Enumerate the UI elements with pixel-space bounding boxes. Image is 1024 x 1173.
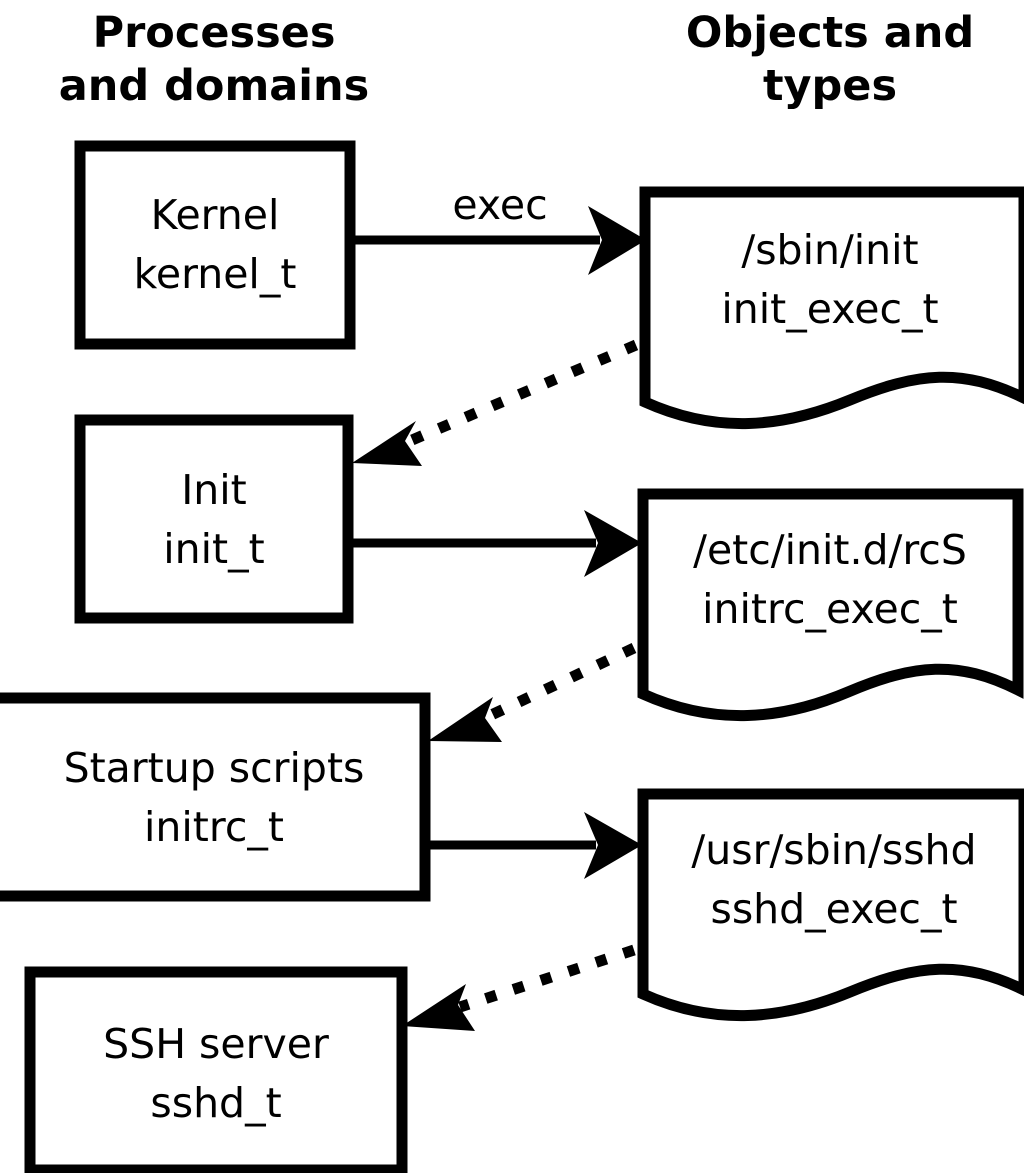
object-node-initrc-exec-line2: initrc_exec_t: [702, 585, 958, 633]
object-node-initrc-exec-line1: /etc/init.d/rcS: [693, 526, 967, 574]
arrowhead-icon: [584, 510, 642, 577]
edge-init-exec-initrc-exec: [348, 510, 642, 577]
edge-line: [484, 643, 637, 722]
edge-kernel-exec-init-exec: exec: [350, 181, 646, 275]
column-header-objects: Objects and types: [686, 8, 974, 111]
edge-initrc-exec-transition-initrc: [428, 643, 637, 742]
process-node-ssh-server[interactable]: SSH server sshd_t: [24, 966, 408, 1173]
edge-sshd-exec-transition-sshd: [402, 944, 636, 1031]
arrowhead-icon: [584, 812, 642, 879]
process-node-kernel-line2: kernel_t: [134, 250, 297, 298]
process-node-ssh-server-box[interactable]: [24, 966, 408, 1173]
arrowhead-icon: [428, 697, 502, 742]
object-node-sshd-exec-line1: /usr/sbin/sshd: [691, 826, 976, 874]
column-header-processes-line1: Processes: [93, 8, 336, 58]
process-node-kernel[interactable]: Kernel kernel_t: [74, 140, 356, 350]
process-node-init[interactable]: Init init_t: [74, 414, 354, 624]
object-node-sshd-exec-document[interactable]: [637, 788, 1024, 1022]
process-node-startup-scripts-line2: initrc_t: [144, 803, 284, 851]
process-node-init-box[interactable]: [74, 414, 354, 624]
process-node-startup-scripts-box[interactable]: [0, 692, 431, 902]
edge-label-exec: exec: [452, 181, 547, 229]
process-node-kernel-box[interactable]: [74, 140, 356, 350]
edge-line: [458, 944, 636, 1013]
object-node-init-exec-line1: /sbin/init: [741, 226, 918, 274]
column-header-objects-line2: types: [763, 61, 897, 111]
edge-line: [402, 339, 639, 449]
edge-init-exec-transition-init: [352, 339, 639, 466]
arrowhead-icon: [352, 421, 422, 466]
object-node-init-exec-document[interactable]: [639, 186, 1024, 430]
process-node-startup-scripts-line1: Startup scripts: [64, 744, 365, 792]
arrowhead-icon: [588, 206, 646, 275]
object-node-init-exec[interactable]: /sbin/init init_exec_t: [639, 186, 1024, 430]
process-node-init-line2: init_t: [163, 525, 264, 573]
process-node-startup-scripts[interactable]: Startup scripts initrc_t: [0, 692, 431, 902]
object-node-sshd-exec[interactable]: /usr/sbin/sshd sshd_exec_t: [637, 788, 1024, 1022]
edge-initrc-exec-sshd-exec: [425, 812, 642, 879]
object-node-initrc-exec[interactable]: /etc/init.d/rcS initrc_exec_t: [637, 488, 1024, 722]
process-node-ssh-server-line1: SSH server: [103, 1020, 329, 1068]
arrowhead-icon: [402, 984, 475, 1031]
process-node-ssh-server-line2: sshd_t: [150, 1079, 281, 1127]
object-node-initrc-exec-document[interactable]: [637, 488, 1024, 722]
column-header-processes-line2: and domains: [59, 61, 369, 111]
object-node-sshd-exec-line2: sshd_exec_t: [710, 885, 957, 933]
process-node-kernel-line1: Kernel: [151, 191, 280, 239]
object-node-init-exec-line2: init_exec_t: [721, 285, 938, 333]
process-node-init-line1: Init: [181, 466, 247, 514]
column-header-processes: Processes and domains: [59, 8, 369, 111]
column-header-objects-line1: Objects and: [686, 8, 974, 58]
